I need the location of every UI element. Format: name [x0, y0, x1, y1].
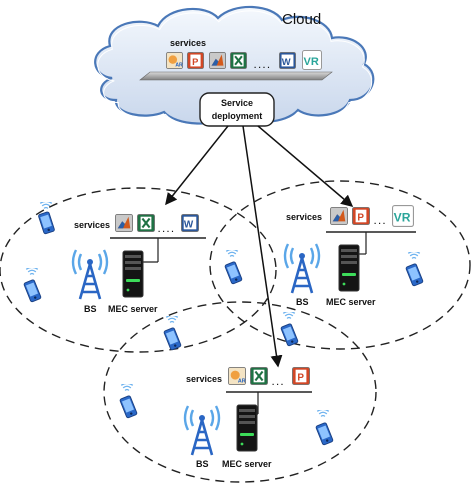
- bs-tower-icon: [283, 242, 321, 294]
- phone-icon: [119, 394, 138, 419]
- cell-right-bs-label: BS: [296, 297, 309, 307]
- cell-bottom-services-label: services: [186, 374, 222, 384]
- ar-icon: [228, 367, 246, 385]
- phone-icon: [163, 326, 182, 351]
- vr-icon: [392, 205, 414, 227]
- cloud-ellipsis: . . . .: [254, 61, 270, 70]
- bs-tower-icon: [183, 404, 221, 456]
- signal-waves-icon: [282, 312, 296, 320]
- cell-left-services-label: services: [74, 220, 110, 230]
- service-deployment-line2: deployment: [212, 111, 263, 121]
- phone-icon: [280, 322, 299, 347]
- cell-bottom-server-label: MEC server: [222, 459, 272, 469]
- cell-left-boundary: [0, 187, 277, 353]
- word-icon: [279, 52, 296, 69]
- ar-icon: [166, 52, 183, 69]
- cell-left-ellipsis: . . . .: [158, 225, 174, 234]
- powerpoint-icon: [352, 207, 370, 225]
- arrow-to-right-cell: [257, 125, 354, 207]
- bs-tower-icon: [71, 248, 109, 300]
- phone-icon: [224, 260, 243, 285]
- phone-icon: [405, 262, 424, 287]
- signal-waves-icon: [120, 384, 134, 392]
- excel-icon: [230, 52, 247, 69]
- cell-bottom: services . . . BS MEC server: [119, 367, 334, 469]
- cloud-services-label: services: [170, 38, 206, 48]
- cell-right-server-label: MEC server: [326, 297, 376, 307]
- cell-right-boundary: [209, 180, 471, 350]
- phone-icon: [37, 211, 56, 235]
- cell-bottom-bs-label: BS: [196, 459, 209, 469]
- cell-left-bs-label: BS: [84, 304, 97, 314]
- signal-waves-icon: [165, 316, 179, 324]
- cell-right-ellipsis: . . .: [374, 217, 385, 226]
- phone-icon: [23, 278, 42, 303]
- service-deployment-box: [199, 92, 275, 127]
- cell-right: services . . . BS MEC server: [224, 205, 424, 347]
- matlab-icon: [330, 207, 348, 225]
- signal-waves-icon: [25, 268, 39, 276]
- excel-icon: [250, 367, 268, 385]
- cloud-title: Cloud: [282, 11, 321, 28]
- signal-waves-icon: [316, 410, 330, 418]
- word-icon: [181, 214, 199, 232]
- deployment-arrows: [165, 125, 354, 368]
- phone-icon: [315, 421, 334, 446]
- cell-bottom-ellipsis: . . .: [272, 378, 283, 387]
- cell-right-services-label: services: [286, 212, 322, 222]
- powerpoint-icon: [187, 52, 204, 69]
- signal-waves-icon: [407, 252, 421, 260]
- excel-icon: [137, 214, 155, 232]
- arrow-to-bottom-cell: [242, 125, 283, 368]
- vr-icon: [302, 50, 322, 70]
- cell-left-server-label: MEC server: [108, 304, 158, 314]
- cell-bottom-boundary: [103, 301, 377, 483]
- mec-server-icon: [122, 250, 144, 298]
- mec-server-icon: [236, 404, 258, 452]
- cloud-service-bar: [139, 71, 333, 81]
- matlab-icon: [115, 214, 133, 232]
- powerpoint-icon: [292, 367, 310, 385]
- matlab-icon: [209, 52, 226, 69]
- service-deployment-line1: Service: [221, 98, 253, 108]
- mec-server-icon: [338, 244, 360, 292]
- arrow-to-left-cell: [165, 125, 229, 206]
- signal-waves-icon: [225, 250, 239, 258]
- cell-left: services . . . . BS MEC server: [23, 202, 206, 351]
